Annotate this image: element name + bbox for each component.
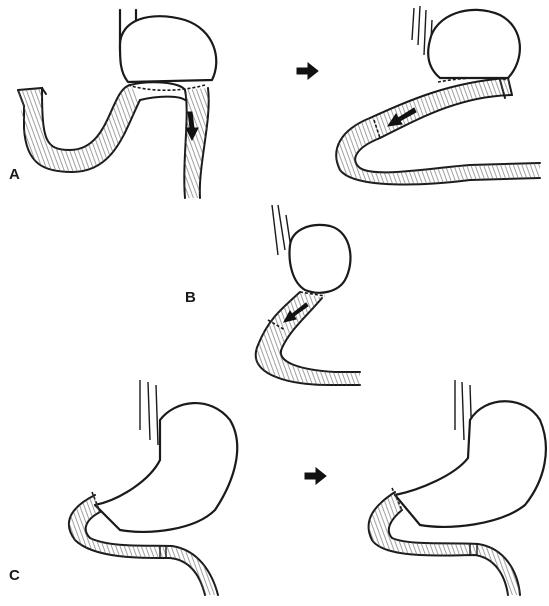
panel-label-b: B [185, 289, 196, 306]
panel-a-before-drawing [18, 10, 216, 198]
panel-a-after-drawing [336, 6, 540, 184]
panel-c-before-drawing [69, 380, 237, 595]
transition-arrow-icon [305, 468, 326, 484]
panel-label-a: A [9, 166, 20, 183]
transition-arrow-icon [297, 63, 318, 79]
panel-label-c: C [9, 567, 20, 584]
panel-c-after-drawing [369, 380, 546, 595]
panel-b-drawing [256, 205, 360, 385]
